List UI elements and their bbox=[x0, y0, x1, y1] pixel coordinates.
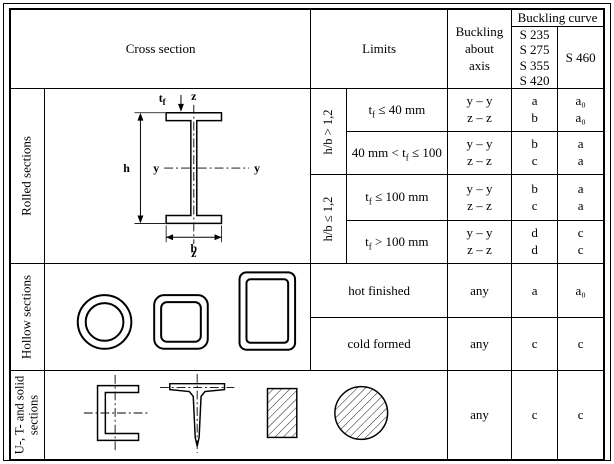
axes-cell: y – y z – z bbox=[446, 88, 512, 133]
limit-cell: hot finished bbox=[310, 263, 448, 318]
z-axis-label-bottom: z bbox=[191, 246, 196, 259]
header-buckling-curve: Buckling curve bbox=[510, 8, 605, 27]
axes-cell: y – y z – z bbox=[446, 220, 512, 265]
b-dimension-label: b bbox=[190, 241, 197, 255]
u-t-solid-diagram-cell bbox=[43, 370, 448, 461]
table-row: Rolled sections bbox=[9, 88, 605, 265]
b-dimension-arrow bbox=[165, 225, 222, 243]
curve-high-cell: a₀ a₀ bbox=[557, 88, 605, 133]
header-grade-s460: S 460 bbox=[557, 25, 605, 90]
curve-low-cell: c bbox=[510, 316, 559, 372]
curve-high-cell: a a bbox=[557, 174, 605, 222]
h-dimension-label: h bbox=[123, 161, 130, 175]
header-row-grades: S 235 S 275 S 355 S 420 S 460 bbox=[10, 25, 605, 90]
hollow-sections-diagram bbox=[76, 271, 296, 352]
figure-frame: Cross section Limits Buckling about axis… bbox=[3, 3, 611, 462]
curve-low-cell: a b bbox=[510, 88, 559, 133]
header-limits: Limits bbox=[310, 8, 448, 90]
section-label-u-t-solid: U-, T- and solid sections bbox=[9, 370, 45, 461]
channel-section-shape bbox=[83, 375, 149, 452]
section-label-rolled: Rolled sections bbox=[9, 88, 45, 265]
header-buckling-about-axis: Buckling about axis bbox=[446, 8, 512, 90]
h-dimension-arrow bbox=[134, 112, 165, 225]
i-beam-cross-section-diagram: z z y y h b tf bbox=[123, 89, 260, 261]
group-label-hb-le-12: h/b ≤ 1,2 bbox=[310, 174, 347, 265]
group-label-hb-le-12-text: h/b ≤ 1,2 bbox=[321, 196, 336, 242]
i-beam-outline bbox=[164, 112, 222, 225]
curve-high-cell: a₀ bbox=[557, 263, 605, 318]
solid-round-section-shape bbox=[334, 386, 389, 441]
i-beam-centerlines bbox=[163, 105, 249, 245]
tee-section-shape bbox=[159, 374, 235, 454]
section-label-rolled-text: Rolled sections bbox=[19, 136, 34, 217]
axes-cell: y – y z – z bbox=[446, 131, 512, 176]
section-label-u-t-solid-text: U-, T- and solid sections bbox=[13, 376, 42, 455]
limit-cell: tf ≤ 40 mm bbox=[345, 88, 448, 133]
group-label-hb-gt-12: h/b > 1,2 bbox=[310, 88, 347, 176]
axes-cell: any bbox=[446, 370, 512, 461]
table-row: cold formed any c c bbox=[10, 316, 605, 372]
y-axis-label-left: y bbox=[153, 161, 159, 175]
group-label-hb-gt-12-text: h/b > 1,2 bbox=[321, 109, 336, 155]
circular-hollow-shape bbox=[76, 294, 132, 351]
square-hollow-shape bbox=[152, 294, 209, 351]
solid-rectangle-section-shape bbox=[266, 388, 298, 439]
table-row: h/b ≤ 1,2 tf ≤ 100 mm y – y z – z b c a … bbox=[10, 174, 605, 265]
limit-cell: cold formed bbox=[310, 316, 448, 372]
hollow-sections-diagram-cell bbox=[43, 263, 312, 372]
table-row: Hollow sections bbox=[9, 263, 605, 372]
table-row: U-, T- and solid sections bbox=[9, 370, 605, 461]
curve-low-cell: c bbox=[510, 370, 559, 461]
i-beam-diagram-cell: z z y y h b tf bbox=[43, 88, 312, 265]
limit-cell: tf ≤ 100 mm bbox=[345, 174, 448, 222]
header-cross-section: Cross section bbox=[9, 8, 312, 90]
y-axis-label-right: y bbox=[254, 161, 260, 175]
curve-low-cell: d d bbox=[510, 220, 559, 265]
curve-low-cell: a bbox=[510, 263, 559, 318]
tf-dimension-label: tf bbox=[158, 91, 166, 107]
header-row-top: Cross section Limits Buckling about axis… bbox=[9, 8, 605, 90]
rectangular-hollow-shape bbox=[238, 271, 296, 352]
curve-high-cell: a a bbox=[557, 131, 605, 176]
z-axis-label-top: z bbox=[191, 89, 196, 103]
axes-cell: any bbox=[446, 316, 512, 372]
curve-low-cell: b c bbox=[510, 131, 559, 176]
curve-high-cell: c bbox=[557, 316, 605, 372]
curve-low-cell: b c bbox=[510, 174, 559, 222]
tf-dimension-arrow bbox=[177, 95, 184, 113]
limit-cell: tf > 100 mm bbox=[345, 220, 448, 265]
axes-cell: any bbox=[446, 263, 512, 318]
limit-cell: 40 mm < tf ≤ 100 bbox=[345, 131, 448, 176]
curve-high-cell: c bbox=[557, 370, 605, 461]
axes-cell: y – y z – z bbox=[446, 174, 512, 222]
header-grades-s235-s420: S 235 S 275 S 355 S 420 bbox=[510, 25, 559, 90]
curve-high-cell: c c bbox=[557, 220, 605, 265]
section-label-hollow-text: Hollow sections bbox=[19, 275, 34, 360]
section-label-hollow: Hollow sections bbox=[9, 263, 45, 372]
table-row: tf > 100 mm y – y z – z d d c c bbox=[10, 220, 605, 265]
u-t-solid-sections-diagram bbox=[83, 374, 389, 454]
buckling-curve-selection-table: Cross section Limits Buckling about axis… bbox=[9, 8, 605, 462]
